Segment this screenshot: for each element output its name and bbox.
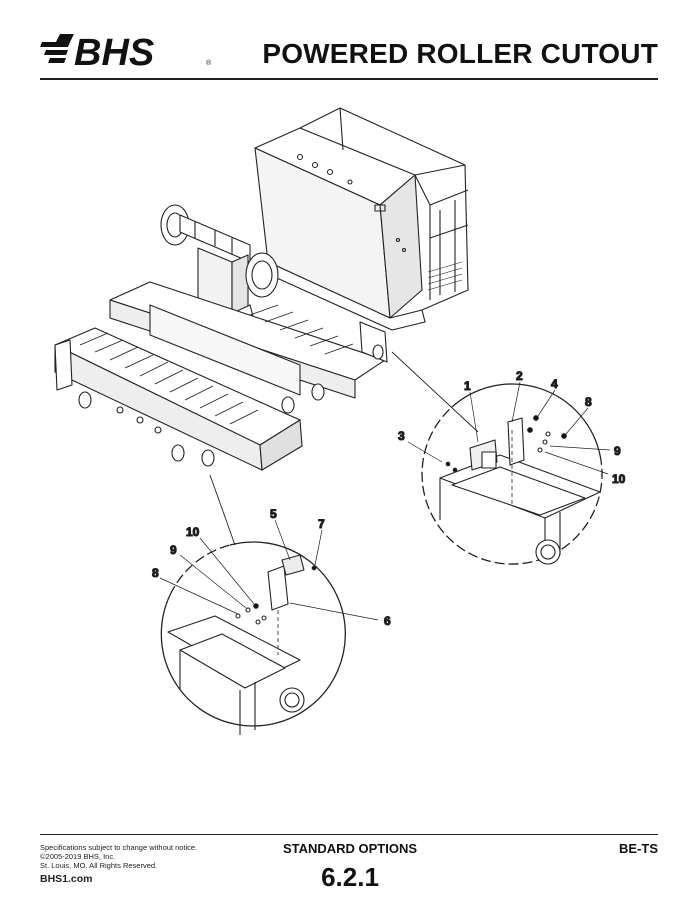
footer-section: STANDARD OPTIONS 6.2.1 [250, 841, 450, 893]
website-link[interactable]: BHS1.com [40, 873, 93, 885]
callout-10-lower: 10 [186, 525, 200, 539]
page-title: POWERED ROLLER CUTOUT [262, 38, 658, 69]
callout-9-lower: 9 [170, 543, 177, 557]
roller-conveyor [54, 281, 388, 471]
callout-10: 10 [612, 472, 626, 486]
bhs-logo: BHS ® [40, 32, 212, 70]
footer-rule [40, 834, 658, 835]
header-rule [40, 78, 658, 80]
copyright-text: ©2005-2019 BHS, Inc. [40, 852, 116, 861]
detail-view-upper: 1 2 4 8 3 9 10 [397, 368, 626, 565]
callout-7: 7 [318, 517, 325, 531]
notice-text: Specifications subject to change without… [40, 843, 198, 852]
callout-8-lower: 8 [152, 566, 159, 580]
page-number: 6.2.1 [321, 862, 379, 892]
svg-text:®: ® [206, 59, 212, 67]
detail-view-lower: 5 7 10 9 8 6 [151, 506, 392, 735]
callout-1: 1 [464, 379, 471, 393]
document-code: BE-TS [619, 841, 658, 856]
callout-2: 2 [516, 369, 523, 383]
footer-legal: Specifications subject to change without… [40, 843, 197, 885]
exploded-parts-drawing: 1 2 4 8 3 9 10 [54, 107, 626, 735]
callout-8: 8 [585, 395, 592, 409]
callout-5: 5 [270, 507, 277, 521]
logo-wordmark: BHS [74, 32, 154, 70]
section-name: STANDARD OPTIONS [282, 841, 418, 856]
address-text: St. Louis, MO. All Rights Reserved. [40, 861, 158, 870]
callout-4: 4 [551, 377, 558, 391]
callout-3: 3 [398, 429, 405, 443]
callout-9: 9 [614, 444, 621, 458]
callout-6: 6 [384, 614, 391, 628]
cabinet-frame [254, 107, 469, 331]
